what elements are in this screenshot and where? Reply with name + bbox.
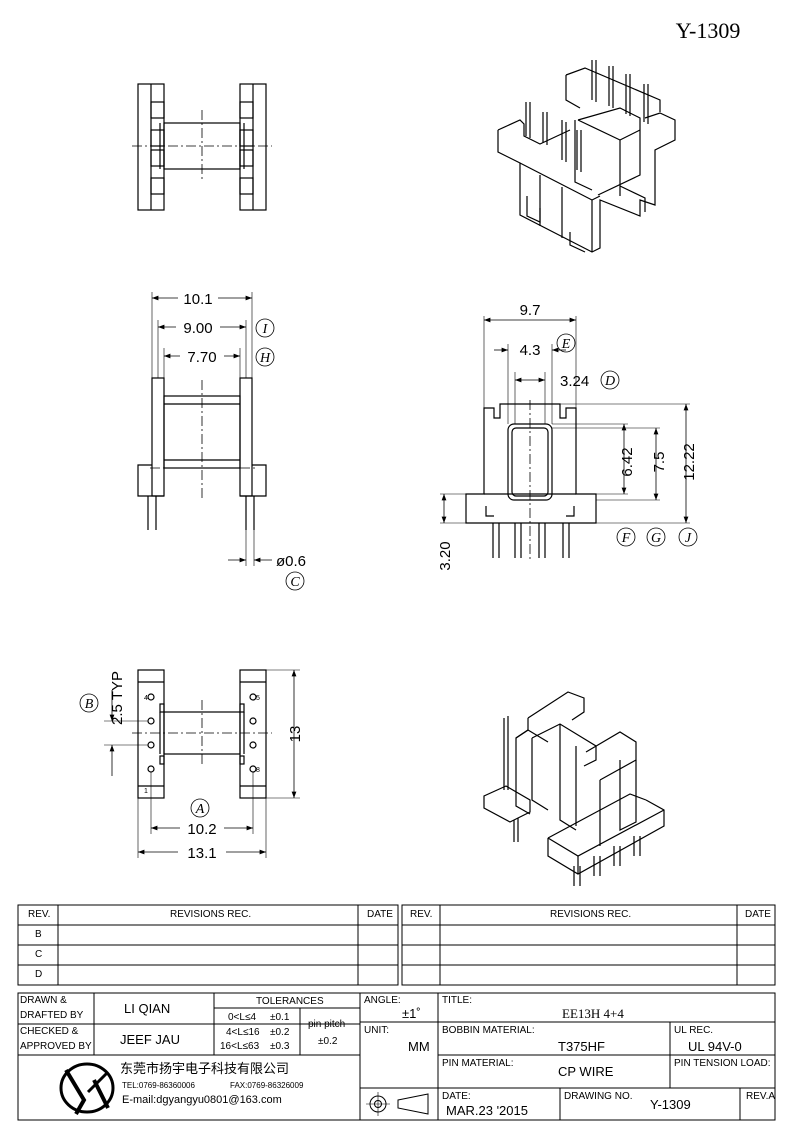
dim-3-24: 3.24 xyxy=(560,373,589,390)
dim-13: 13 xyxy=(287,726,304,743)
tol-row1-range: 0<L≤4 xyxy=(228,1012,257,1023)
dim-3-20: 3.20 xyxy=(437,541,454,570)
front-view-left-labels: 10.1 9.00 7.70 ø0.6 xyxy=(176,290,306,570)
tol-row1-value: ±0.1 xyxy=(270,1012,290,1023)
top-view xyxy=(132,83,272,211)
callout-h: H xyxy=(259,351,271,366)
pin-pitch-label: pin pitch xyxy=(308,1019,346,1030)
isometric-view-top xyxy=(497,60,676,253)
rev-header-right: REV. xyxy=(410,909,433,920)
drawing-no-label: DRAWING NO. xyxy=(564,1091,633,1102)
ul-rec-label: UL REC. xyxy=(674,1025,714,1036)
dim-6-42: 6.42 xyxy=(619,447,636,476)
dim-4-3: 4.3 xyxy=(520,342,541,359)
dim-9-7: 9.7 xyxy=(520,302,541,319)
title-block-grid xyxy=(17,992,776,1121)
callout-f: F xyxy=(621,531,631,546)
callout-letters: I H C E D F G J B A xyxy=(85,322,692,817)
drawing-number-header: Y-1309 xyxy=(676,18,741,43)
callout-i: I xyxy=(262,322,269,337)
tol-row3-range: 16<L≤63 xyxy=(220,1041,260,1052)
drawn-label-2: DRAFTED BY xyxy=(20,1010,84,1021)
pin-pitch-value: ±0.2 xyxy=(318,1036,338,1047)
isometric-view-bottom xyxy=(483,691,665,886)
callout-d: D xyxy=(604,374,615,389)
dim-7-5: 7.5 xyxy=(651,452,668,473)
checked-label-1: CHECKED & xyxy=(20,1026,79,1037)
callout-c: C xyxy=(290,575,300,590)
dim-13-1: 13.1 xyxy=(187,845,216,862)
dim-12-22: 12.22 xyxy=(681,443,698,481)
revisions-header-right: REVISIONS REC. xyxy=(550,909,632,920)
callout-b: B xyxy=(85,697,94,712)
pin-material-label: PIN MATERIAL: xyxy=(442,1058,514,1069)
company-name: 东莞市扬宇电子科技有限公司 xyxy=(120,1061,290,1076)
side-view-right-labels: 9.7 4.3 3.24 6.42 7.5 12.22 3.20 xyxy=(437,302,698,571)
unit-label: UNIT: xyxy=(364,1025,389,1036)
date-value: MAR.23 '2015 xyxy=(446,1103,528,1118)
callout-j: J xyxy=(685,531,692,546)
callout-e: E xyxy=(561,337,571,352)
bottom-view xyxy=(104,669,300,858)
rev-header-left: REV. xyxy=(28,909,51,920)
rev-a-label: REV.A xyxy=(746,1091,776,1102)
tolerances-label: TOLERANCES xyxy=(256,996,324,1007)
pin-number-5: 5 xyxy=(256,695,260,702)
dim-10-2: 10.2 xyxy=(187,821,216,838)
tol-row2-range: 4<L≤16 xyxy=(226,1027,260,1038)
drawing-no-value: Y-1309 xyxy=(650,1097,691,1112)
angle-label: ANGLE: xyxy=(364,995,401,1006)
projection-symbol-icon xyxy=(366,1092,429,1116)
dim-2-5-typ: 2.5 TYP xyxy=(109,671,126,725)
rev-row-d: D xyxy=(35,969,43,980)
checked-by-value: JEEF JAU xyxy=(120,1032,180,1047)
company-email: E-mail:dgyangyu0801@163.com xyxy=(122,1094,282,1106)
date-header-right: DATE xyxy=(745,909,771,920)
bottom-view-labels: 4 1 5 8 13 2.5 TYP 10.2 13.1 xyxy=(109,671,304,862)
drawn-label-1: DRAWN & xyxy=(20,995,67,1006)
tol-row2-value: ±0.2 xyxy=(270,1027,290,1038)
rev-row-c: C xyxy=(35,949,43,960)
company-tel: TEL:0769-86360006 xyxy=(122,1081,195,1090)
pin-number-8: 8 xyxy=(256,767,260,774)
checked-label-2: APPROVED BY xyxy=(20,1041,92,1052)
callout-a: A xyxy=(195,802,205,817)
tol-row3-value: ±0.3 xyxy=(270,1041,290,1052)
company-logo xyxy=(59,1062,115,1115)
ul-rec-value: UL 94V-0 xyxy=(688,1039,742,1054)
pin-material-value: CP WIRE xyxy=(558,1064,614,1079)
dim-7-70: 7.70 xyxy=(187,349,216,366)
revision-table xyxy=(17,904,776,986)
callout-g: G xyxy=(651,531,661,546)
revisions-header-left: REVISIONS REC. xyxy=(170,909,252,920)
angle-value: ±1˚ xyxy=(402,1006,421,1021)
drawn-by-value: LI QIAN xyxy=(124,1001,171,1016)
callouts xyxy=(79,318,698,818)
pin-number-4: 4 xyxy=(144,695,148,702)
title-value: EE13H 4+4 xyxy=(562,1006,624,1021)
bobbin-material-label: BOBBIN MATERIAL: xyxy=(442,1025,535,1036)
company-fax: FAX:0769-86326009 xyxy=(230,1081,304,1090)
date-label: DATE: xyxy=(442,1091,471,1102)
bobbin-material-value: T375HF xyxy=(558,1039,605,1054)
dim-10-1: 10.1 xyxy=(183,291,212,308)
dim-9-00: 9.00 xyxy=(183,320,212,337)
title-label: TITLE: xyxy=(442,995,473,1006)
pin-number-1: 1 xyxy=(144,788,148,795)
date-header-left: DATE xyxy=(367,909,393,920)
side-view-right xyxy=(440,316,690,560)
rev-row-b: B xyxy=(35,929,42,940)
unit-value: MM xyxy=(408,1039,430,1054)
pin-tension-label: PIN TENSION LOAD: xyxy=(674,1058,771,1069)
dim-phi-0-6: ø0.6 xyxy=(276,553,306,570)
